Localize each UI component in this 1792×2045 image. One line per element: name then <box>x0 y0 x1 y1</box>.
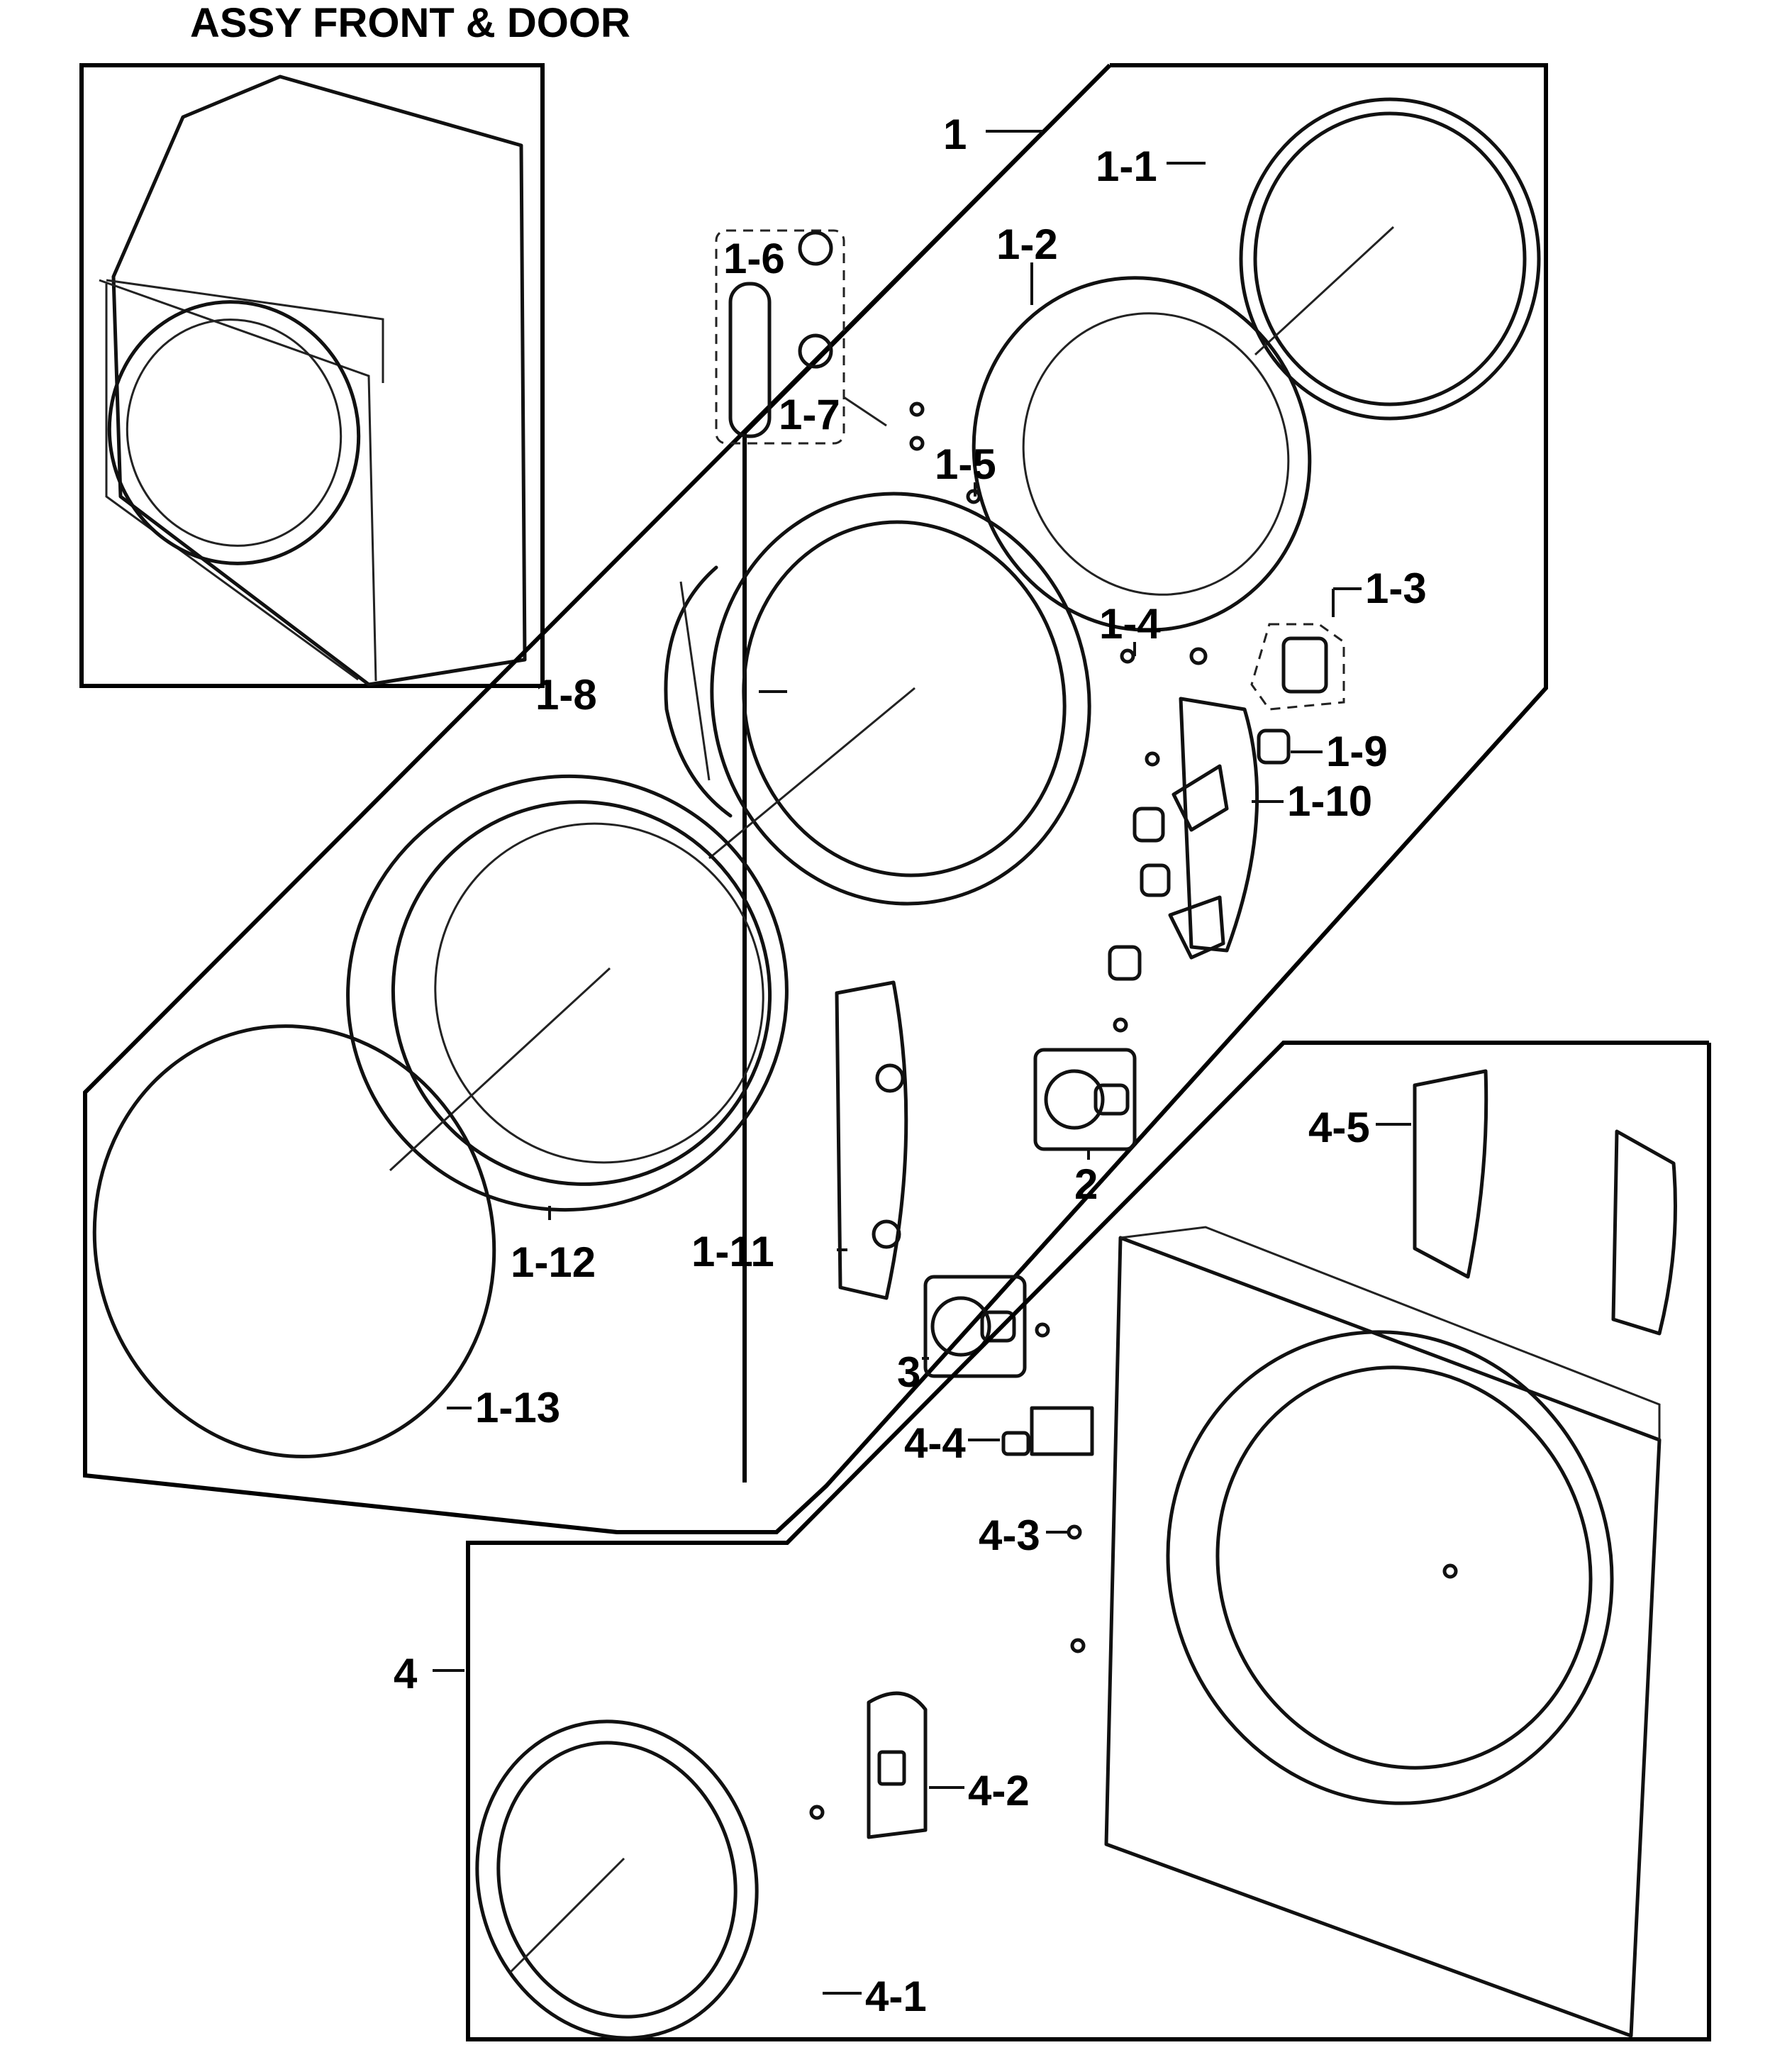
door-hinge <box>1168 697 1259 960</box>
callout-1-1: 1-1 <box>1096 143 1157 190</box>
panel-screws <box>809 1322 1086 1820</box>
callout-4: 4 <box>394 1650 418 1697</box>
hinge-bolt <box>1250 623 1345 711</box>
callout-1: 1 <box>943 111 967 158</box>
control-bracket <box>1413 1069 1677 1336</box>
callout-leaders <box>433 130 1411 1995</box>
callout-1-8: 1-8 <box>535 671 597 719</box>
door-gasket-ring <box>1239 97 1541 421</box>
door-outer-glass <box>92 1024 496 1458</box>
callout-1-12: 1-12 <box>511 1238 596 1286</box>
diagram-title: ASSY FRONT & DOOR <box>190 0 630 46</box>
callout-2: 2 <box>1074 1160 1098 1208</box>
hinge-cover <box>835 980 908 1300</box>
callout-4-3: 4-3 <box>979 1512 1040 1559</box>
screw-box-3 <box>923 1275 1027 1378</box>
callout-4-4: 4-4 <box>904 1419 966 1467</box>
callout-4-1: 4-1 <box>865 1973 927 2020</box>
callout-1-7: 1-7 <box>779 391 840 438</box>
callout-1-11: 1-11 <box>691 1228 774 1275</box>
callout-1-2: 1-2 <box>996 221 1058 268</box>
callout-1-3: 1-3 <box>1365 565 1427 612</box>
door-frame-inner <box>664 492 1091 906</box>
callout-1-13: 1-13 <box>475 1384 560 1431</box>
front-panel-body <box>1104 1226 1662 2038</box>
callout-1-6: 1-6 <box>723 235 785 282</box>
callout-1-4: 1-4 <box>1099 600 1161 648</box>
callout-4-5: 4-5 <box>1308 1104 1370 1151</box>
callout-labels: 1 1-1 1-2 1-3 1-4 1-5 1-6 1-7 1-8 1-9 1-… <box>394 111 1427 2020</box>
callout-1-5: 1-5 <box>935 440 996 488</box>
washer-overview-inset <box>79 63 545 688</box>
screw-box-2 <box>1033 1048 1137 1151</box>
door-assembly-outline <box>83 63 1548 1534</box>
callout-3: 3 <box>897 1348 920 1396</box>
door-handle-kit <box>715 229 887 445</box>
front-gasket <box>475 1719 759 2040</box>
door-inner-glass <box>972 276 1312 632</box>
front-panel-outline <box>466 1041 1711 2041</box>
hinge-bushings <box>1108 728 1291 981</box>
door-switch <box>1001 1406 1094 1456</box>
callout-1-10: 1-10 <box>1287 777 1372 825</box>
door-lock <box>867 1691 928 1839</box>
callout-1-9: 1-9 <box>1326 728 1388 775</box>
callout-4-2: 4-2 <box>968 1767 1030 1814</box>
screws <box>909 401 1208 1033</box>
door-frame-outer <box>346 774 789 1212</box>
